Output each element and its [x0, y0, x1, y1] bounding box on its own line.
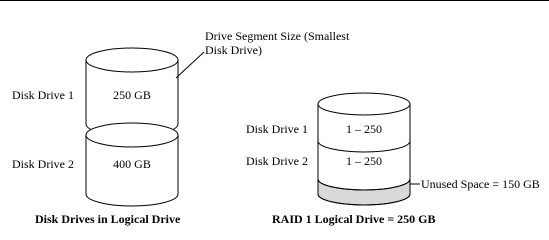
- left-disk-drive-1-size: 250 GB: [113, 88, 151, 102]
- left-disk-drive-1-label: Disk Drive 1: [12, 88, 74, 102]
- callout-text-line-2: Disk Drive): [205, 43, 262, 57]
- segment-divider-1: [317, 140, 411, 153]
- right-disk-drive-1-label: Disk Drive 1: [246, 122, 308, 136]
- callout-leader-line: [175, 51, 205, 79]
- left-disk-drive-2-label: Disk Drive 2: [12, 157, 74, 171]
- raid-logical-drive-cylinder: [317, 92, 411, 206]
- right-disk-drive-2-label: Disk Drive 2: [246, 154, 308, 168]
- left-disk-drive-2-size: 400 GB: [113, 157, 151, 171]
- callout-text-line-1: Drive Segment Size (Smallest: [205, 29, 350, 43]
- unused-space-region: [317, 178, 411, 206]
- unused-space-label: Unused Space = 150 GB: [421, 177, 540, 191]
- top-rule: [0, 0, 549, 1]
- left-disk-drive-2-cylinder: [85, 122, 179, 207]
- right-disk-drive-1-segment: 1 – 250: [346, 122, 382, 136]
- right-caption: RAID 1 Logical Drive = 250 GB: [272, 212, 436, 226]
- segment-divider-2: [317, 178, 411, 191]
- left-disk-drive-1-cylinder: [85, 47, 179, 137]
- right-disk-drive-2-segment: 1 – 250: [346, 154, 382, 168]
- left-caption: Disk Drives in Logical Drive: [35, 212, 181, 226]
